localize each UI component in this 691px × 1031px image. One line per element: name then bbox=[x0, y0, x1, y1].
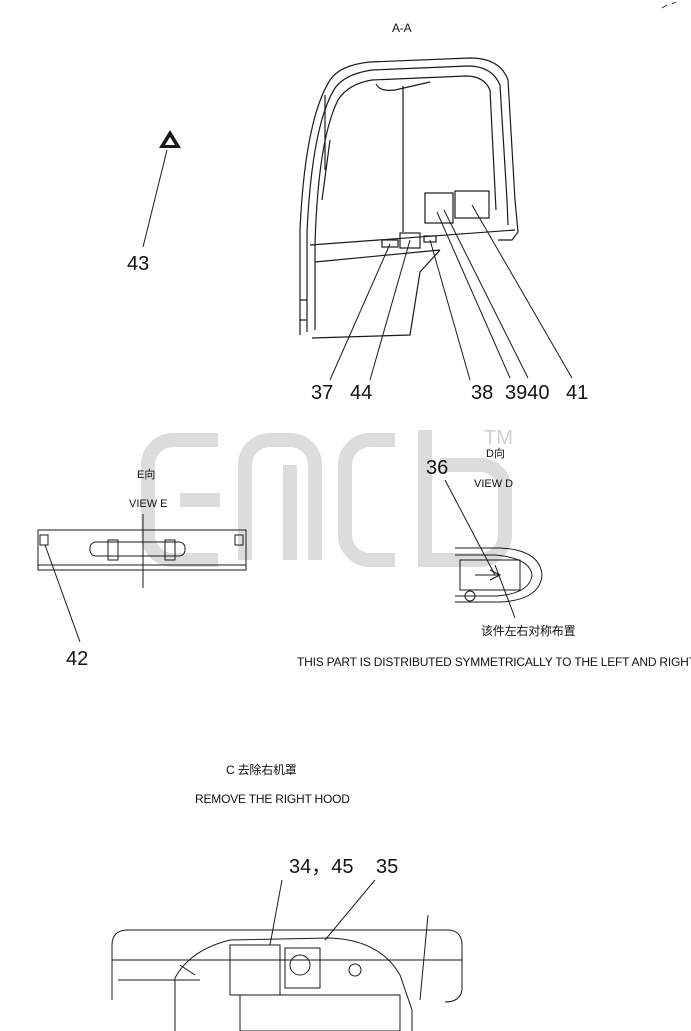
warning-triangle-icon bbox=[159, 130, 181, 148]
watermark-logo bbox=[141, 430, 512, 567]
callout-41: 41 bbox=[566, 382, 589, 404]
callout-44: 44 bbox=[350, 382, 373, 404]
callout-43: 43 bbox=[127, 253, 150, 275]
callout-39-40: 3940 bbox=[505, 382, 550, 404]
callout-35: 35 bbox=[376, 856, 399, 878]
cab-outline bbox=[299, 57, 519, 339]
view-e-cn-label: E向 bbox=[137, 469, 156, 481]
view-d-drawing bbox=[444, 479, 543, 619]
callout-36: 36 bbox=[426, 457, 449, 479]
section-c-cn: C 去除右机罩 bbox=[226, 763, 297, 777]
symmetry-note-en: THIS PART IS DISTRIBUTED SYMMETRICALLY T… bbox=[297, 655, 691, 669]
corner-mark bbox=[661, 1, 677, 9]
section-c-en: REMOVE THE RIGHT HOOD bbox=[195, 792, 350, 806]
view-d-label: VIEW D bbox=[474, 478, 514, 490]
view-e-drawing bbox=[37, 514, 247, 643]
callout-38: 38 bbox=[471, 382, 494, 404]
hood-removed-drawing bbox=[111, 879, 463, 1031]
callout-34-45: 34，45 bbox=[289, 856, 354, 878]
section-label-a-a: A-A bbox=[392, 21, 412, 35]
symmetry-note-cn: 该件左右对称布置 bbox=[481, 624, 576, 638]
leader-lines-upper bbox=[142, 149, 573, 381]
callout-42: 42 bbox=[66, 648, 89, 670]
view-e-label: VIEW E bbox=[129, 498, 168, 510]
callout-37: 37 bbox=[311, 382, 334, 404]
view-d-cn-label: D向 bbox=[486, 448, 505, 460]
watermark-tm: TM bbox=[484, 427, 513, 449]
